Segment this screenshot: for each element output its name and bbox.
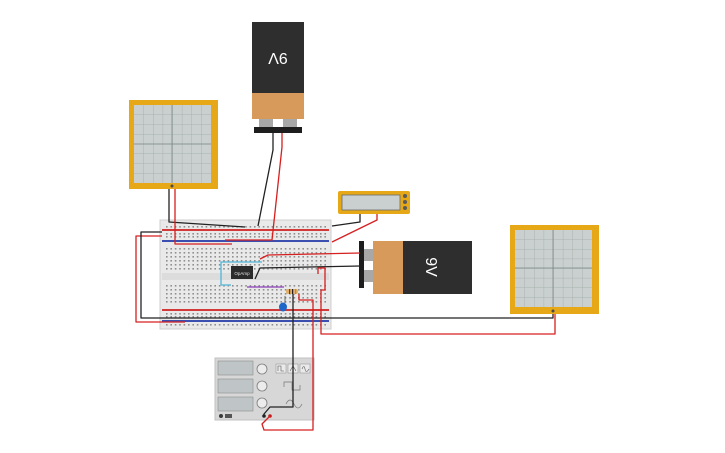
breadboard[interactable] [159, 219, 332, 330]
wire-cyan[interactable] [220, 261, 262, 286]
wire-red[interactable] [135, 235, 185, 323]
wire-black[interactable] [263, 294, 294, 416]
battery-right[interactable]: 9V [359, 241, 472, 294]
waveform-preview-icon [283, 381, 301, 391]
multimeter[interactable] [338, 191, 410, 214]
offset-knob-icon[interactable] [256, 397, 268, 409]
battery-right-voltage-label: 9V [422, 257, 439, 277]
oscilloscope-left[interactable] [129, 100, 218, 189]
wire-black[interactable] [331, 214, 361, 227]
resistor[interactable] [286, 289, 298, 294]
wire-black[interactable] [254, 265, 361, 280]
frequency-knob-icon[interactable] [256, 363, 268, 375]
wire-black[interactable] [168, 189, 246, 228]
wire-red[interactable] [259, 252, 361, 260]
wire-black[interactable] [257, 133, 274, 227]
amplitude-knob-icon[interactable] [256, 380, 268, 392]
wire-red[interactable] [331, 214, 378, 243]
capacitor[interactable] [279, 296, 287, 312]
power-icon[interactable] [219, 414, 223, 418]
multimeter-terminal-icon[interactable] [403, 200, 407, 204]
opamp-chip-label: OpAmp [234, 271, 250, 276]
multimeter-terminal-icon[interactable] [403, 206, 407, 210]
breadboard-holes [166, 226, 326, 326]
opamp-chip[interactable]: OpAmp [231, 266, 253, 279]
wire-red[interactable] [225, 133, 283, 241]
function-generator[interactable] [214, 357, 315, 421]
wire-red[interactable] [174, 189, 232, 245]
multimeter-terminal-icon[interactable] [403, 194, 407, 198]
wire-red[interactable] [261, 294, 314, 431]
wire-black[interactable] [140, 231, 554, 319]
battery-top-voltage-label: 9V [268, 49, 288, 66]
wire-red[interactable] [317, 267, 556, 335]
battery-top[interactable]: 9V [252, 22, 304, 133]
oscilloscope-right[interactable] [510, 225, 599, 314]
wires [135, 133, 556, 431]
oscilloscope-right-grid [515, 230, 592, 307]
